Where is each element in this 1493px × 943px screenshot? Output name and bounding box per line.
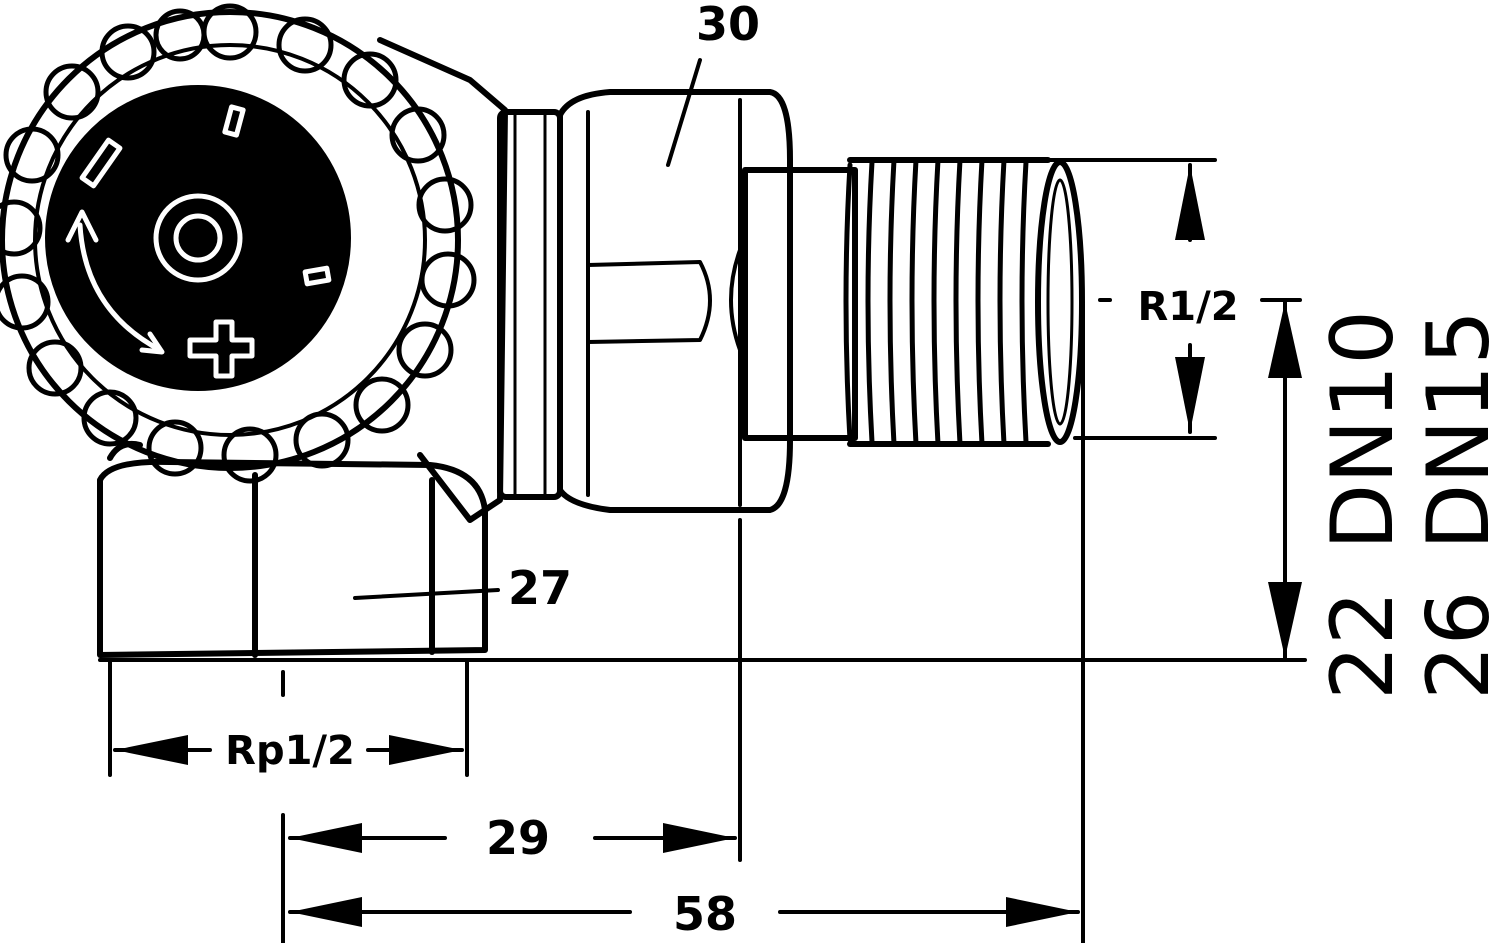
label-nominal-dn15: DN15 [1409,310,1493,550]
threaded-tailpiece [742,157,1085,447]
label-thread-r12: R1/2 [1137,284,1238,330]
label-thread-rp12: Rp1/2 [225,728,355,774]
handwheel [0,3,477,484]
label-hex-30: 30 [696,0,760,51]
label-height-26: 26 [1409,591,1493,700]
label-dimension-58: 58 [673,887,737,941]
bottom-hex-nut [97,440,488,658]
arrowheads [115,165,1302,927]
label-nominal-dn10: DN10 [1313,310,1413,550]
valve-body [377,37,508,523]
label-dimension-29: 29 [486,811,550,865]
label-hex-27: 27 [508,561,572,615]
label-height-22: 22 [1313,591,1413,700]
